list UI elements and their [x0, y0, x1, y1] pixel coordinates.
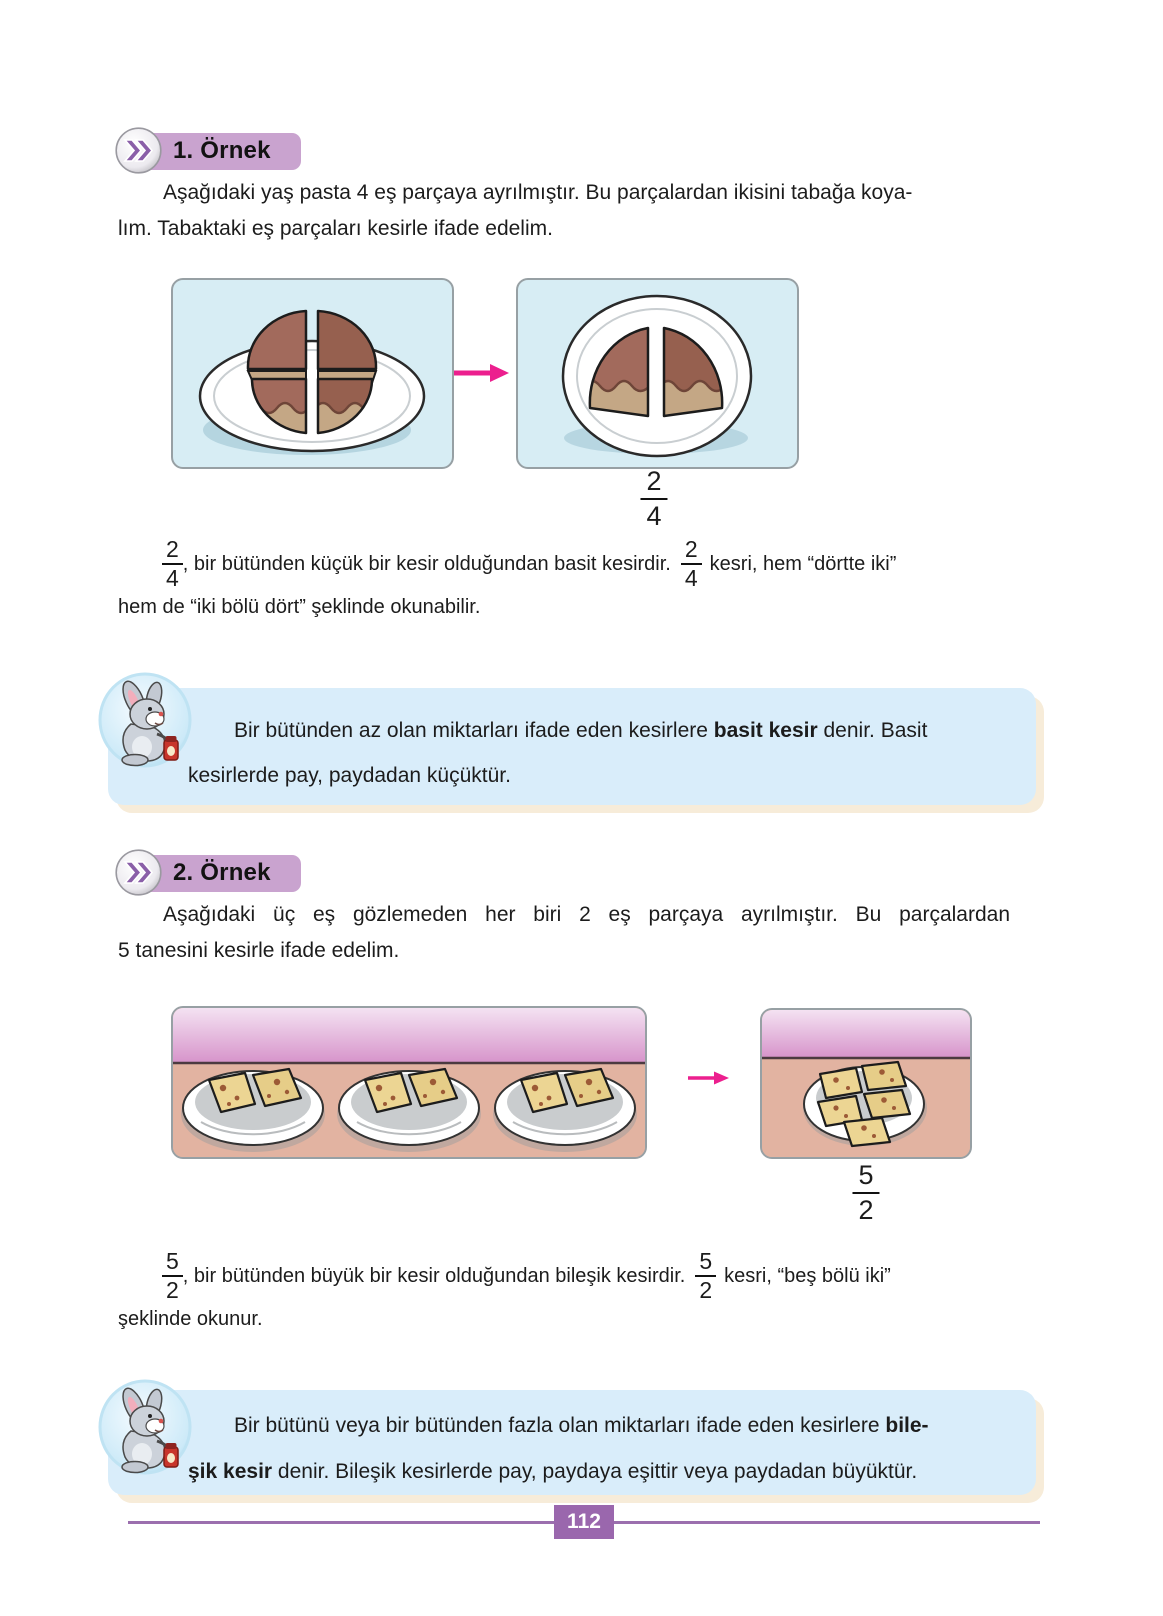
fraction-numerator: 2 — [640, 466, 668, 501]
explanation-text: , bir bütünden büyük bir kesir olduğunda… — [182, 1264, 686, 1287]
note-line-1: Bir bütünü veya bir bütünden fazla olan … — [188, 1403, 1008, 1449]
inline-fraction: 2 4 — [162, 537, 183, 591]
example-1-explanation-line-1: 2 4 , bir bütünden küçük bir kesir olduğ… — [162, 536, 896, 592]
example-2-explanation-line-1: 5 2 , bir bütünden büyük bir kesir olduğ… — [162, 1248, 891, 1304]
cake-two-pieces-illustration — [561, 294, 753, 458]
note-text-normal: Bir bütünden az olan miktarları ifade ed… — [234, 719, 714, 742]
example-2-intro-line-2: 5 tanesini kesirle ifade edelim. — [118, 939, 400, 962]
example-1-header: 1. Örnek — [115, 127, 315, 175]
note-text-normal: denir. Basit — [817, 719, 928, 742]
note-text: Bir bütünü veya bir bütünden fazla olan … — [108, 1390, 1036, 1495]
example-1-title: 1. Örnek — [173, 137, 271, 164]
arrow-right-icon — [452, 363, 510, 388]
explanation-text: kesri, hem “dörtte iki” — [709, 552, 897, 575]
five-flatbread-pieces-panel — [760, 1008, 972, 1159]
note-text-bold: bile- — [885, 1414, 929, 1437]
fraction-denominator: 4 — [166, 565, 179, 591]
note-text-normal: Bir bütünü veya bir bütünden fazla olan … — [234, 1414, 886, 1437]
cake-four-pieces-illustration — [198, 309, 426, 455]
three-flatbread-plates-panel — [171, 1006, 647, 1159]
fraction-numerator: 5 — [162, 1249, 183, 1277]
inline-fraction: 5 2 — [162, 1249, 183, 1303]
fraction-numerator: 2 — [680, 537, 702, 565]
note-text-bold: şik kesir — [188, 1460, 273, 1483]
three-flatbread-plates-illustration — [173, 1008, 645, 1157]
fraction-denominator: 4 — [684, 565, 698, 591]
cake-two-pieces-panel — [516, 278, 799, 469]
explanation-text: kesri, “beş bölü iki” — [724, 1264, 891, 1287]
inline-fraction: 2 4 — [680, 537, 702, 591]
note-box-basit-kesir: Bir bütünden az olan miktarları ifade ed… — [108, 688, 1036, 805]
inline-fraction: 5 2 — [695, 1249, 717, 1303]
page-number: 112 — [567, 1510, 601, 1533]
note-box-bilesik-kesir: Bir bütünü veya bir bütünden fazla olan … — [108, 1390, 1036, 1495]
note-text-normal: denir. Bileşik kesirlerde pay, paydaya e… — [272, 1460, 918, 1483]
rabbit-icon — [97, 1376, 193, 1483]
fraction-denominator: 2 — [858, 1195, 874, 1226]
page-number-badge: 112 — [554, 1505, 614, 1539]
note-text: Bir bütünden az olan miktarları ifade ed… — [108, 688, 1036, 798]
double-chevron-icon — [115, 849, 162, 896]
example-2-title: 2. Örnek — [173, 859, 271, 886]
fraction-numerator: 5 — [852, 1160, 880, 1195]
fraction-denominator: 2 — [699, 1277, 713, 1303]
example-2-explanation-line-2: şeklinde okunur. — [118, 1308, 263, 1330]
example-1-intro-line-1: Aşağıdaki yaş pasta 4 eş parçaya ayrılmı… — [163, 181, 913, 204]
example-1-intro-line-2: lım. Tabaktaki eş parçaları kesirle ifad… — [118, 217, 553, 240]
fraction-five-halves: 5 2 — [852, 1160, 880, 1226]
note-line-2: kesirlerde pay, paydadan küçüktür. — [188, 764, 511, 787]
fraction-denominator: 4 — [646, 501, 662, 532]
five-flatbread-pieces-illustration — [762, 1010, 970, 1157]
fraction-two-fourths: 2 4 — [640, 466, 668, 532]
example-2-header: 2. Örnek — [115, 849, 315, 897]
double-chevron-icon — [115, 127, 162, 174]
explanation-text: , bir bütünden küçük bir kesir olduğunda… — [182, 552, 671, 575]
fraction-numerator: 5 — [695, 1249, 717, 1277]
fraction-denominator: 2 — [166, 1277, 179, 1303]
note-text-bold: basit kesir — [713, 719, 818, 742]
cake-four-pieces-panel — [171, 278, 454, 469]
note-line-2: şik kesir denir. Bileşik kesirlerde pay,… — [188, 1449, 1008, 1495]
rabbit-icon — [97, 672, 193, 773]
example-1-explanation-line-2: hem de “iki bölü dört” şeklinde okunabil… — [118, 596, 481, 618]
example-2-intro-line-1: Aşağıdaki üç eş gözlemeden her biri 2 eş… — [163, 903, 1010, 926]
arrow-right-icon — [686, 1070, 730, 1091]
note-line-1: Bir bütünden az olan miktarları ifade ed… — [188, 708, 1008, 753]
fraction-numerator: 2 — [162, 537, 183, 565]
